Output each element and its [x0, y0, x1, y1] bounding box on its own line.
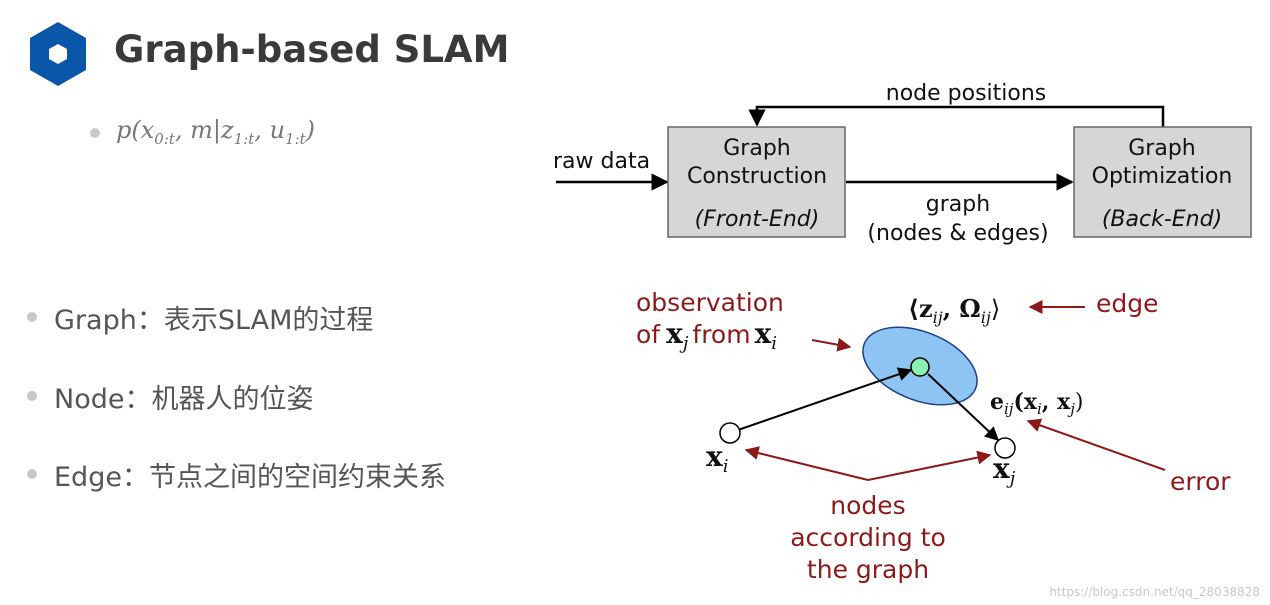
feedback-label: node positions: [886, 81, 1047, 106]
bullet-dot: [90, 128, 100, 138]
feedback-arrow: [748, 105, 1165, 127]
middle-label-2: (nodes & edges): [867, 221, 1048, 246]
front-end-box: [667, 126, 846, 238]
back-end-line1: Graph: [1128, 136, 1195, 161]
pipeline-diagram: node positions raw data Graph Constructi…: [553, 81, 1252, 246]
node-xj-label: xj: [993, 452, 1016, 489]
node-xi-label: xi: [706, 440, 728, 477]
probability-formula: p(x0:t, m|z1:t, u1:t): [116, 116, 316, 148]
bullet-graph: Graph：表示SLAM的过程: [54, 305, 374, 336]
error-math: eij(xi, xj): [990, 389, 1083, 418]
front-end-line2: Construction: [687, 164, 827, 189]
back-end-line3: (Back-End): [1102, 207, 1222, 232]
edge-math: ⟨zij, Ωij⟩: [908, 294, 1000, 327]
bullet-edge: Edge：节点之间的空间约束关系: [54, 462, 446, 493]
nodes-pointer-right: [867, 450, 992, 481]
nodes-pointer-left: [744, 446, 869, 481]
front-end-line1: Graph: [723, 136, 790, 161]
observation-line1: observation: [636, 288, 784, 317]
node-xi: [719, 422, 741, 444]
front-end-line3: (Front-End): [695, 207, 820, 232]
back-end-box: [1073, 126, 1252, 238]
hexagon-logo-icon: [30, 22, 86, 86]
middle-label-1: graph: [926, 192, 990, 217]
bullet-dot: [27, 469, 37, 479]
measured-node: [910, 357, 930, 377]
edge-label: edge: [1096, 289, 1159, 318]
nodes-label-1: nodes: [830, 491, 905, 520]
error-pointer: [1026, 418, 1166, 471]
bullet-dot: [27, 391, 37, 401]
error-label: error: [1170, 467, 1231, 496]
input-label: raw data: [553, 149, 650, 174]
bullet-node: Node：机器人的位姿: [54, 384, 314, 415]
back-end-line2: Optimization: [1092, 164, 1233, 189]
observation-pointer: [811, 337, 852, 352]
watermark: https://blog.csdn.net/qq_28038828: [1049, 585, 1260, 599]
nodes-label-2: according to: [790, 523, 946, 552]
node-xj: [994, 437, 1016, 459]
error-arrow: [927, 373, 1000, 441]
bullet-dot: [27, 312, 37, 322]
nodes-label-3: the graph: [807, 555, 929, 584]
observation-arrow: [737, 367, 913, 431]
slide-title: Graph-based SLAM: [114, 28, 510, 71]
